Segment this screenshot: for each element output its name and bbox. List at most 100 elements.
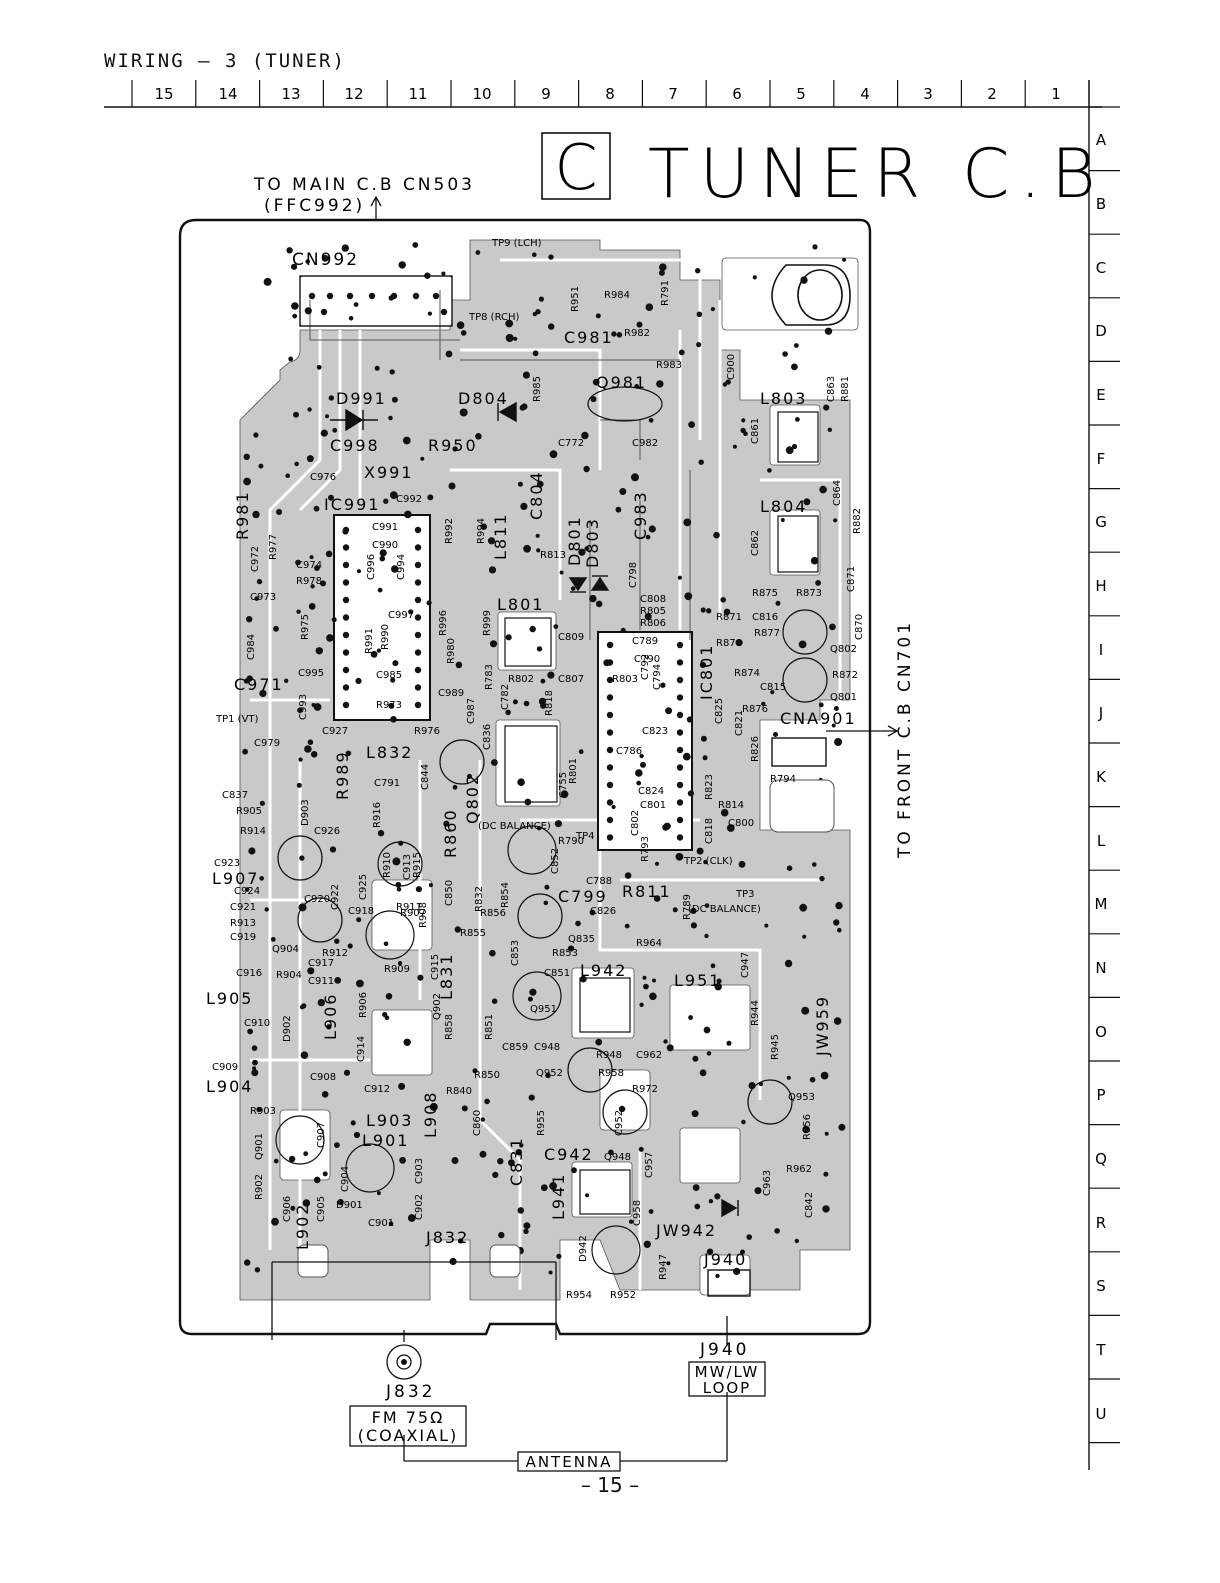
solder-pad: [706, 1248, 714, 1255]
ref-r908: R908: [418, 902, 429, 928]
solder-pad: [642, 975, 647, 980]
ic-pin-pad: [676, 746, 684, 754]
solder-pad: [695, 268, 701, 274]
ref-c861: C861: [750, 418, 761, 444]
board-letter-box: [541, 132, 611, 200]
row-label: Q: [1095, 1150, 1107, 1168]
col-label: 5: [796, 85, 806, 103]
solder-pad: [288, 1155, 296, 1163]
ic-pin-pad: [342, 701, 350, 709]
row-label: B: [1096, 195, 1106, 213]
solder-pad: [325, 414, 329, 419]
solder-pad: [334, 1142, 340, 1148]
solder-pad: [784, 959, 793, 968]
solder-pad: [545, 1072, 551, 1079]
solder-pad: [407, 1214, 416, 1222]
ref-q953: Q953: [788, 1092, 815, 1103]
solder-pad: [608, 1149, 614, 1156]
solder-pad: [242, 748, 249, 755]
solder-pad: [809, 1076, 816, 1083]
ref-c792: C792: [640, 654, 651, 680]
solder-pad: [408, 609, 414, 615]
ref-c996: C996: [366, 554, 377, 580]
solder-pad: [631, 473, 639, 482]
ic-pin-pad: [676, 781, 684, 789]
ref-tp8: TP8 (RCH): [468, 312, 520, 323]
ref-c859: C859: [502, 1042, 528, 1053]
solder-pad: [624, 923, 630, 929]
solder-pad: [741, 1119, 746, 1125]
ref-c818: C818: [704, 818, 715, 844]
solder-pads: [242, 242, 847, 1279]
ic-pin-pad: [676, 834, 684, 841]
solder-pad: [276, 509, 283, 515]
solder-pad: [549, 450, 558, 459]
ref-d901: D901: [336, 1200, 363, 1211]
solder-pad: [767, 468, 772, 473]
ref-r874: R874: [734, 668, 760, 679]
row-label: D: [1095, 322, 1107, 340]
ref-dcbal: (DC BALANCE): [478, 821, 551, 832]
solder-pad: [383, 498, 389, 504]
solder-pad: [452, 446, 458, 452]
solder-pad: [305, 259, 311, 264]
ic-pin-pad: [346, 292, 354, 300]
ref-c800: C800: [728, 818, 754, 829]
ref-c983: C983: [631, 490, 650, 540]
solder-pad: [824, 327, 833, 335]
ref-c912: C912: [364, 1084, 390, 1095]
ic-pin-pad: [342, 526, 350, 534]
solder-pad: [259, 689, 267, 698]
solder-pad: [328, 395, 334, 401]
col-label: 7: [668, 85, 678, 103]
ref-c906: C906: [282, 1196, 293, 1222]
main-cb-label: TO MAIN C.B CN503: [253, 175, 475, 195]
ref-r910: R910: [382, 852, 393, 878]
ref-r958: R958: [598, 1068, 624, 1079]
ref-r806: R806: [640, 618, 666, 629]
solder-pad: [791, 363, 798, 371]
solder-pad: [540, 702, 547, 709]
ref-r912: R912: [322, 948, 348, 959]
ic-pin-pad: [606, 641, 614, 649]
ref-c952: C952: [614, 1110, 625, 1136]
solder-pad: [716, 978, 722, 984]
solder-pad: [540, 678, 546, 684]
solder-pad: [491, 998, 498, 1004]
solder-pad: [802, 1125, 810, 1134]
solder-pad: [313, 703, 322, 711]
solder-pad: [303, 1151, 309, 1157]
solder-pad: [822, 1205, 830, 1213]
solder-pad: [544, 884, 550, 890]
solder-pad: [310, 751, 318, 758]
solder-pad: [448, 482, 456, 490]
ref-cn992: CN992: [292, 250, 359, 270]
row-label: H: [1095, 577, 1106, 595]
ref-q801: Q801: [830, 692, 857, 703]
solder-pad: [456, 321, 465, 330]
solder-pad: [579, 975, 587, 983]
solder-pad: [291, 263, 298, 270]
solder-pad: [497, 1158, 504, 1165]
solder-pad: [376, 648, 381, 653]
solder-pad: [300, 1051, 309, 1059]
solder-pad: [316, 364, 322, 370]
ref-r984: R984: [604, 290, 630, 301]
solder-pad: [616, 332, 623, 338]
ref-r871: R871: [716, 612, 742, 623]
solder-pad: [615, 506, 622, 513]
ref-r794: R794: [770, 774, 796, 785]
ref-r990: R990: [380, 624, 391, 650]
solder-pad: [720, 808, 729, 817]
ref-c870: C870: [854, 614, 865, 640]
solder-pad: [379, 555, 386, 562]
solder-pad: [773, 732, 778, 737]
ref-c864: C864: [832, 480, 843, 506]
ref-l908: L908: [421, 1091, 440, 1138]
ref-tp9: TP9 (LCH): [491, 238, 542, 249]
solder-pad: [415, 886, 422, 893]
antenna-label: ANTENNA: [526, 1453, 613, 1471]
solder-pad: [454, 926, 461, 933]
solder-pad: [696, 342, 702, 348]
ref-r907: R907: [400, 908, 426, 919]
